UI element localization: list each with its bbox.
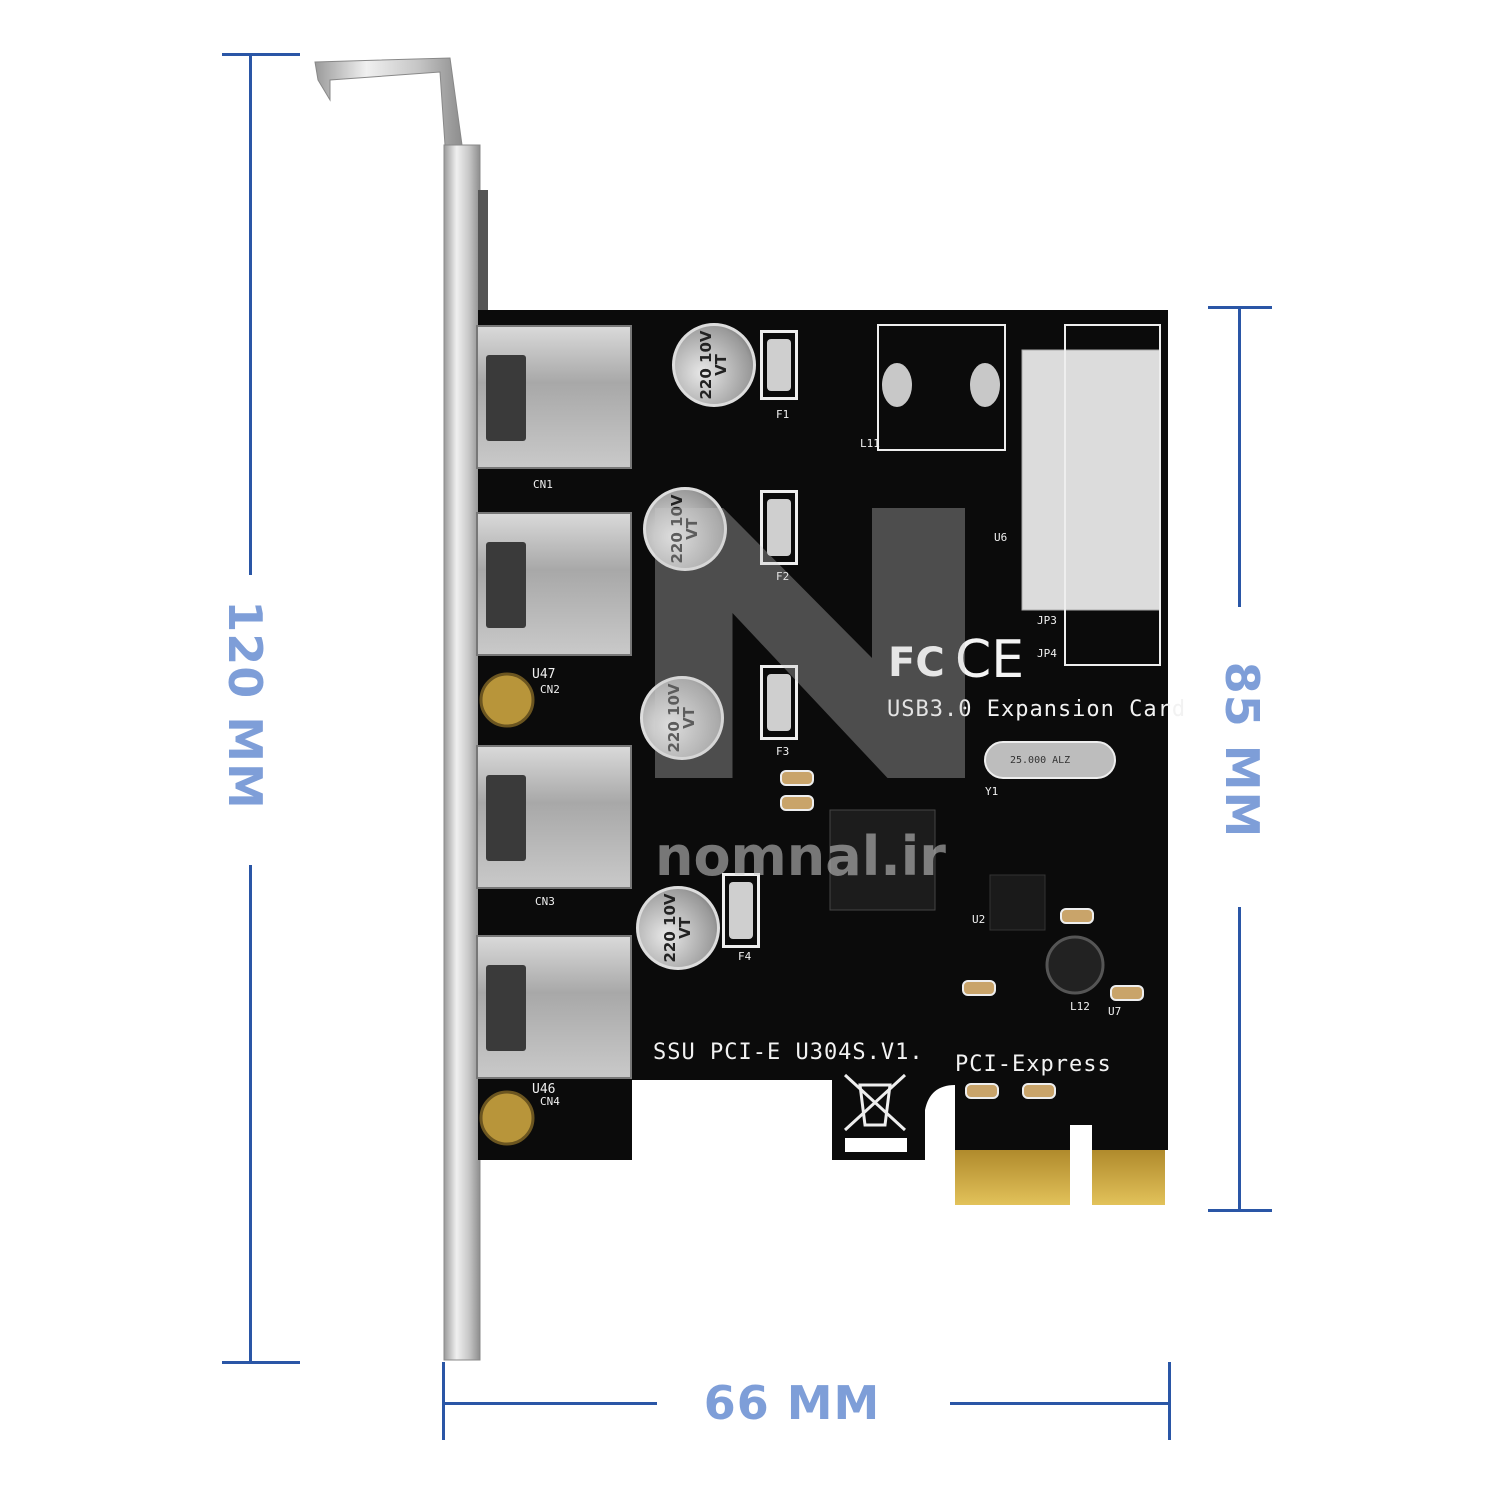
height-dimension-line-top [249, 55, 252, 575]
fuse-f1 [760, 330, 798, 400]
smd-c21 [780, 770, 814, 786]
crystal-marking: 25.000 ALZ [1010, 755, 1071, 766]
height-dimension-tick-top [222, 53, 300, 56]
bracket-bar [443, 144, 481, 1361]
chip-u2 [989, 874, 1046, 931]
label-f3: F3 [776, 745, 790, 758]
label-f4: F4 [738, 950, 752, 963]
card-height-dimension-line-top [1238, 307, 1241, 607]
led-2 [970, 363, 1000, 407]
watermark-text: nomnal.ir [655, 825, 946, 888]
screw-bottom [479, 1090, 535, 1146]
chip [829, 809, 936, 911]
smd-c56 [1110, 985, 1144, 1001]
fcc-logo: FC [888, 640, 945, 686]
smd-c57 [1060, 908, 1094, 924]
weee-bin-icon [843, 1073, 907, 1132]
label-u7: U7 [1108, 1005, 1122, 1018]
interface-label: PCI-Express [955, 1052, 1112, 1077]
ce-logo: CE [955, 630, 1025, 690]
board-model: SSU PCI-E U304S.V1. [653, 1040, 924, 1065]
inductor-l12 [1045, 935, 1105, 995]
label-u2: U2 [972, 913, 986, 926]
label-u47: U47 [532, 667, 556, 682]
label-f1: F1 [776, 408, 790, 421]
power-connector [1021, 349, 1161, 611]
recycle-label-bar [845, 1138, 907, 1152]
usb-port-1 [476, 325, 632, 469]
led-1 [882, 363, 912, 407]
width-dimension-line-left [443, 1402, 657, 1405]
label-cn3: CN3 [535, 895, 555, 908]
capacitor-cc1: 220 10V VT [636, 886, 720, 970]
jp3-outline [1064, 324, 1161, 666]
width-dimension-tick-right [1168, 1362, 1171, 1440]
smd-c20 [780, 795, 814, 811]
label-cn2: CN2 [540, 683, 560, 696]
label-cn1: CN1 [533, 478, 553, 491]
label-f2: F2 [776, 570, 790, 583]
height-dimension-tick-bottom [222, 1361, 300, 1364]
label-jp4: JP4 [1037, 647, 1057, 660]
card-height-tick-top [1208, 306, 1272, 309]
bracket-rail [478, 190, 488, 320]
label-u6: U6 [994, 531, 1008, 544]
l11-outline [877, 324, 1006, 451]
crystal-y1 [984, 741, 1116, 779]
screw-top [479, 672, 535, 728]
usb-port-3 [476, 745, 632, 889]
label-cn4: CN4 [540, 1095, 560, 1108]
label-jp3: JP3 [1037, 614, 1057, 627]
label-y1: Y1 [985, 785, 999, 798]
width-dimension-line-right [950, 1402, 1170, 1405]
usb-port-2 [476, 512, 632, 656]
card-height-tick-bottom [1208, 1209, 1272, 1212]
width-dimension-label: 66 MM [703, 1376, 881, 1430]
label-l12: L12 [1070, 1000, 1090, 1013]
fuse-f4 [722, 873, 760, 948]
usb-port-4 [476, 935, 632, 1079]
label-l11: L11 [860, 437, 880, 450]
card-height-dimension-line-bottom [1238, 907, 1241, 1210]
board-title: USB3.0 Expansion Card [887, 697, 1187, 722]
smd-c19 [965, 1083, 999, 1099]
edge-connector-left [955, 1150, 1070, 1205]
label-u46: U46 [532, 1082, 556, 1097]
capacitor-ce4: 220 10V VT [672, 323, 756, 407]
smd-c55 [1022, 1083, 1056, 1099]
smd-c58 [962, 980, 996, 996]
height-dimension-line-bottom [249, 865, 252, 1362]
edge-connector-right [1092, 1150, 1165, 1205]
fuse-f2 [760, 490, 798, 565]
width-dimension-tick-left [442, 1362, 445, 1440]
bracket-top-tab [314, 57, 463, 146]
fuse-f3 [760, 665, 798, 740]
